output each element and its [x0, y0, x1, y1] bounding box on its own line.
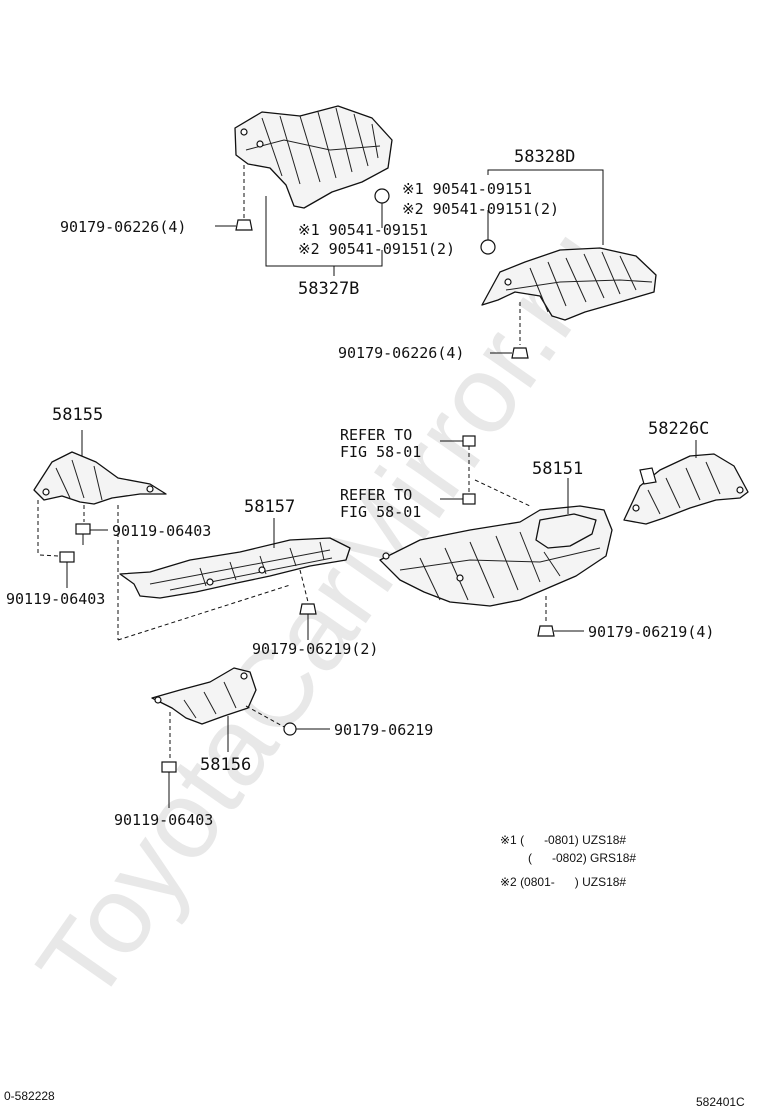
label-58151[interactable]: 58151: [532, 459, 583, 479]
label-nut-58157[interactable]: 90179-06219(2): [252, 640, 378, 658]
nut-icon: [537, 625, 555, 637]
bracket-58328D: [487, 169, 604, 245]
label-58328D[interactable]: 58328D: [514, 147, 575, 167]
bolt-icon: [161, 761, 177, 784]
dashed-line: [39, 554, 59, 557]
part-58155-shape[interactable]: [33, 451, 167, 505]
nut-icon: [299, 603, 317, 615]
footer-left-code: 0-582228: [4, 1089, 55, 1103]
label-c1-right[interactable]: ※1 90541-09151: [402, 180, 532, 198]
note-2-line-1: ※2 (0801- ) UZS18#: [500, 875, 626, 889]
label-58157[interactable]: 58157: [244, 497, 295, 517]
bracket-58327B: [265, 196, 383, 267]
clip-icon: [462, 435, 476, 447]
dashed-line: [245, 705, 287, 729]
label-refer2-b[interactable]: FIG 58-01: [340, 503, 421, 521]
label-58226C[interactable]: 58226C: [648, 419, 709, 439]
part-58226C-shape[interactable]: [623, 453, 749, 525]
bolt-icon: [75, 523, 91, 545]
part-58156-shape[interactable]: [151, 667, 257, 725]
dashed-line: [474, 479, 531, 507]
note-1-line-2: ( -0802) GRS18#: [528, 851, 636, 865]
grommet-icon: [480, 239, 496, 255]
label-nut-58156[interactable]: 90179-06219: [334, 721, 433, 739]
label-clip-top-left[interactable]: 90179-06226(4): [60, 218, 186, 236]
grommet-icon: [374, 188, 390, 204]
label-c2-right[interactable]: ※2 90541-09151(2): [402, 200, 559, 218]
clip-icon: [462, 493, 476, 505]
footer-right-code: 582401C: [696, 1095, 745, 1109]
label-refer1-a[interactable]: REFER TO: [340, 426, 412, 444]
label-bolt-58155-a[interactable]: 90119-06403: [112, 522, 211, 540]
part-58327B-shape[interactable]: [234, 105, 393, 209]
label-bolt-58156[interactable]: 90119-06403: [114, 811, 213, 829]
label-c2-left[interactable]: ※2 90541-09151(2): [298, 240, 455, 258]
label-refer1-b[interactable]: FIG 58-01: [340, 443, 421, 461]
watermark: ToyotaCarMirror.ru: [14, 207, 637, 1024]
part-58328D-shape[interactable]: [481, 247, 657, 321]
bolt-icon: [59, 551, 75, 572]
label-58327B[interactable]: 58327B: [298, 279, 359, 299]
clip-icon: [235, 219, 253, 231]
label-c1-left[interactable]: ※1 90541-09151: [298, 221, 428, 239]
part-58151-shape[interactable]: [379, 505, 613, 607]
label-58155[interactable]: 58155: [52, 405, 103, 425]
note-1-line-1: ※1 ( -0801) UZS18#: [500, 833, 626, 847]
clip-icon: [511, 347, 529, 359]
label-58156[interactable]: 58156: [200, 755, 251, 775]
part-58157-shape[interactable]: [119, 537, 351, 599]
label-bolt-58155-b[interactable]: 90119-06403: [6, 590, 105, 608]
dashed-line: [299, 569, 309, 603]
label-refer2-a[interactable]: REFER TO: [340, 486, 412, 504]
label-clip-top-right[interactable]: 90179-06226(4): [338, 344, 464, 362]
nut-icon: [283, 722, 297, 736]
dashed-line: [117, 584, 291, 641]
label-nut-58151[interactable]: 90179-06219(4): [588, 623, 714, 641]
